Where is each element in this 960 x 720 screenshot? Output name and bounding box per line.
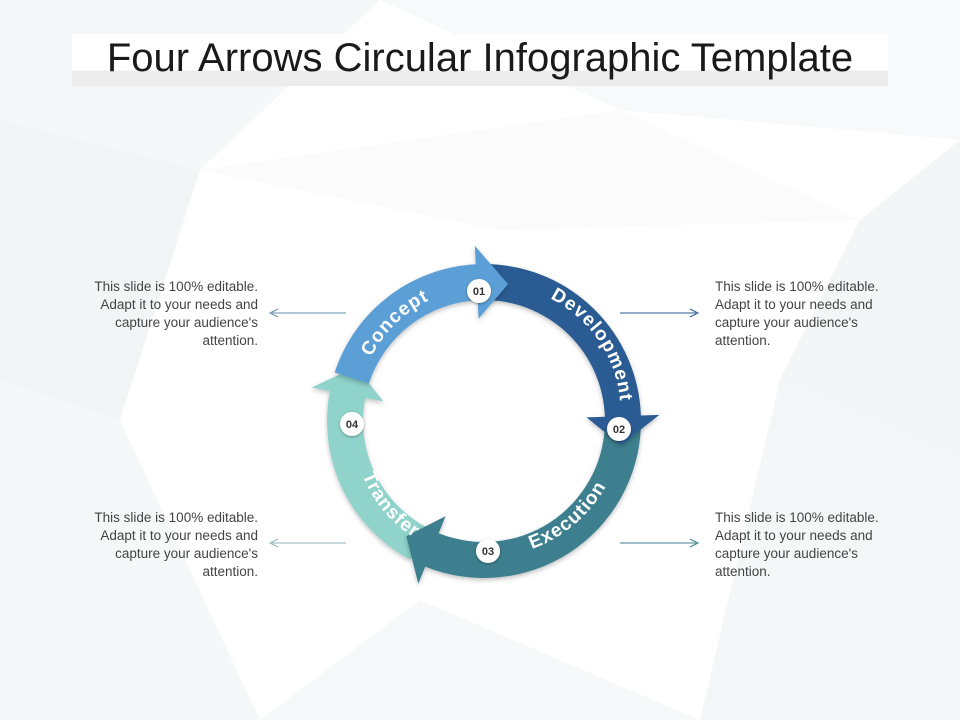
badge-01: 01	[467, 279, 491, 303]
execution-arrow-segment	[406, 425, 641, 584]
concept-arrow-segment	[334, 245, 509, 384]
badge-02: 02	[607, 417, 631, 441]
badge-03: 03	[476, 539, 500, 563]
connector-top-right	[620, 308, 700, 318]
development-arrow-segment	[488, 264, 660, 446]
svg-text:03: 03	[482, 546, 494, 558]
connector-bottom-right	[620, 538, 700, 548]
description-top-right: This slide is 100% editable. Adapt it to…	[715, 279, 879, 348]
description-bottom-left: This slide is 100% editable. Adapt it to…	[94, 510, 258, 579]
title-underline-band	[72, 34, 888, 86]
connector-bottom-left	[268, 538, 346, 548]
page-title: Four Arrows Circular Infographic Templat…	[106, 36, 854, 80]
transfer-arrow-segment	[311, 366, 428, 560]
svg-text:01: 01	[473, 286, 485, 298]
svg-text:02: 02	[613, 424, 625, 436]
svg-text:04: 04	[346, 419, 359, 431]
description-top-left: This slide is 100% editable. Adapt it to…	[94, 279, 258, 348]
description-bottom-right: This slide is 100% editable. Adapt it to…	[715, 510, 879, 579]
connector-top-left	[268, 308, 346, 318]
badge-04: 04	[340, 412, 364, 436]
